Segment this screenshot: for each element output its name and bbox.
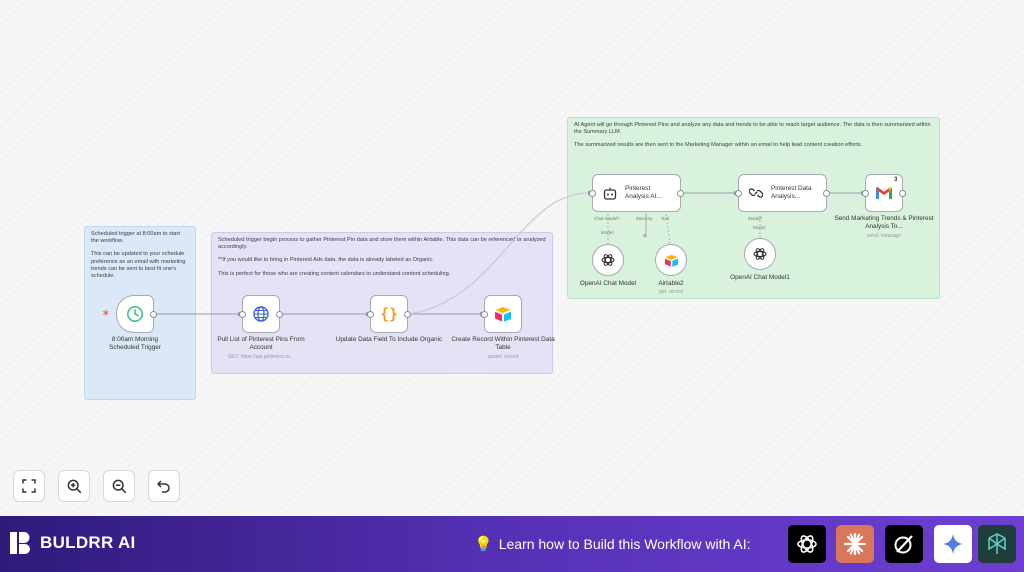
output-port[interactable]: [150, 310, 157, 318]
node-label: Airtable2 get: record: [616, 280, 726, 296]
port-label-model: Model: [601, 230, 614, 235]
grok-button[interactable]: [885, 525, 923, 563]
node-title: Send Marketing Trends & Pinterest Analys…: [834, 215, 934, 230]
node-subtitle: get: record: [659, 288, 683, 295]
execution-count-badge: 3: [894, 177, 898, 183]
node-subtitle: send: message: [867, 233, 901, 240]
perplexity-icon: [988, 533, 1006, 554]
clock-icon: [127, 306, 143, 322]
node-pinterest-data-analysis[interactable]: Pinterest Data Analysis...: [735, 174, 830, 212]
sticky-note-text: Scheduled trigger at 8:00am to start the…: [91, 231, 180, 245]
add-memory-icon[interactable]: ◆: [643, 233, 647, 239]
airtable-icon: [664, 254, 678, 267]
openai-icon: [601, 254, 615, 266]
learn-cta: 💡 Learn how to Build this Workflow with …: [474, 535, 751, 553]
fit-view-button[interactable]: [13, 470, 45, 502]
output-port[interactable]: [899, 189, 906, 197]
brand-name: BULDRR AI: [40, 533, 136, 552]
gemini-icon: [943, 534, 963, 554]
node-label: OpenAI Chat Model1: [730, 274, 790, 281]
link-icon: [749, 188, 763, 198]
input-port[interactable]: [481, 310, 488, 318]
node-title: Airtable2: [658, 280, 684, 287]
node-title: Create Record Within Pinterest Data Tabl…: [451, 336, 555, 351]
node-pull-pinterest-pins[interactable]: [239, 295, 283, 333]
sticky-note-text: This is perfect for those who are creati…: [218, 270, 451, 277]
input-port[interactable]: [735, 189, 742, 197]
node-title: Pull List of Pinterest Pins From Account: [217, 336, 305, 351]
node-label: Send Marketing Trends & Pinterest Analys…: [829, 215, 939, 241]
output-port[interactable]: [276, 310, 283, 318]
node-label: 8:00am Morning Scheduled Trigger: [109, 336, 161, 351]
chatgpt-icon: [797, 535, 817, 553]
sticky-note-text: **If you would like to bring in Pinteres…: [218, 257, 434, 264]
chatgpt-button[interactable]: [788, 525, 826, 563]
input-port[interactable]: [367, 310, 374, 318]
zoom-in-icon: [67, 479, 81, 493]
node-openai-chat-model-1[interactable]: [744, 238, 776, 270]
brand[interactable]: BULDRR AI: [8, 530, 136, 556]
input-port[interactable]: [239, 310, 246, 318]
gemini-button[interactable]: [934, 525, 972, 563]
buldrr-logo-icon: [10, 532, 30, 554]
node-schedule-trigger[interactable]: [116, 295, 157, 333]
node-label: OpenAI Chat Model: [579, 280, 637, 287]
robot-icon: [603, 187, 617, 200]
learn-text: Learn how to Build this Workflow with AI…: [498, 536, 751, 552]
node-subtitle: upsert: record: [487, 354, 519, 361]
node-label: Pull List of Pinterest Pins From Account…: [206, 336, 316, 362]
code-braces-icon: {}: [379, 305, 399, 323]
zoom-out-icon: [112, 479, 126, 493]
port-label-tool: Tool: [661, 216, 670, 221]
node-update-data-field[interactable]: {}: [367, 295, 411, 333]
undo-icon: [157, 480, 170, 493]
claude-icon: [843, 532, 867, 556]
sticky-note-text: This can be updated to your schedule pre…: [91, 251, 186, 280]
node-openai-chat-model[interactable]: [592, 244, 624, 276]
output-port[interactable]: [404, 310, 411, 318]
node-label: Pinterest Data Analysis...: [771, 185, 812, 200]
zoom-in-button[interactable]: [58, 470, 90, 502]
node-label: Create Record Within Pinterest Data Tabl…: [448, 336, 558, 362]
perplexity-button[interactable]: [978, 525, 1016, 563]
openai-icon: [753, 248, 767, 260]
node-label: Update Data Field To Include Organic: [335, 336, 443, 343]
lightbulb-icon: 💡: [474, 536, 493, 553]
port-label-chat-model: Chat Model*: [594, 216, 620, 221]
input-port[interactable]: [589, 189, 596, 197]
workflow-canvas[interactable]: Scheduled trigger at 8:00am to start the…: [0, 0, 1024, 516]
node-airtable2-tool[interactable]: [655, 244, 687, 276]
sticky-note-schedule[interactable]: Scheduled trigger at 8:00am to start the…: [84, 226, 196, 400]
airtable-icon: [495, 307, 511, 322]
output-port[interactable]: [677, 189, 684, 197]
port-label-model: Model: [753, 225, 766, 230]
sticky-note-text: Scheduled trigger begin process to gathe…: [218, 237, 546, 251]
node-pinterest-ai-agent[interactable]: Pinterest Analysis AI...: [589, 174, 684, 212]
claude-button[interactable]: [836, 525, 874, 563]
output-port[interactable]: [823, 189, 830, 197]
grok-icon: [894, 535, 913, 554]
node-create-airtable-record[interactable]: [481, 295, 522, 333]
undo-button[interactable]: [148, 470, 180, 502]
node-subtitle: GET: https://api.pinterest.co...: [228, 354, 294, 361]
sticky-note-text: The summarized results are then sent to …: [574, 142, 863, 149]
zoom-out-button[interactable]: [103, 470, 135, 502]
connections-layer: [154, 190, 865, 317]
sticky-note-text: AI Agent will go through Pinterest Pins …: [574, 122, 931, 136]
input-port[interactable]: [862, 189, 869, 197]
node-send-gmail[interactable]: [862, 174, 906, 212]
fullscreen-icon: [22, 479, 36, 493]
connection-airtable2-agent: [665, 212, 671, 245]
trigger-spark-icon: ✶: [102, 308, 110, 318]
globe-icon: [253, 306, 269, 322]
port-label-memory: Memory: [636, 216, 653, 221]
gmail-icon: [876, 187, 892, 199]
promo-footer: BULDRR AI 💡 Learn how to Build this Work…: [0, 516, 1024, 572]
node-label: Pinterest Analysis AI...: [625, 185, 662, 200]
connection-create-agent: [408, 192, 593, 315]
port-label-model: Model*: [748, 216, 763, 221]
